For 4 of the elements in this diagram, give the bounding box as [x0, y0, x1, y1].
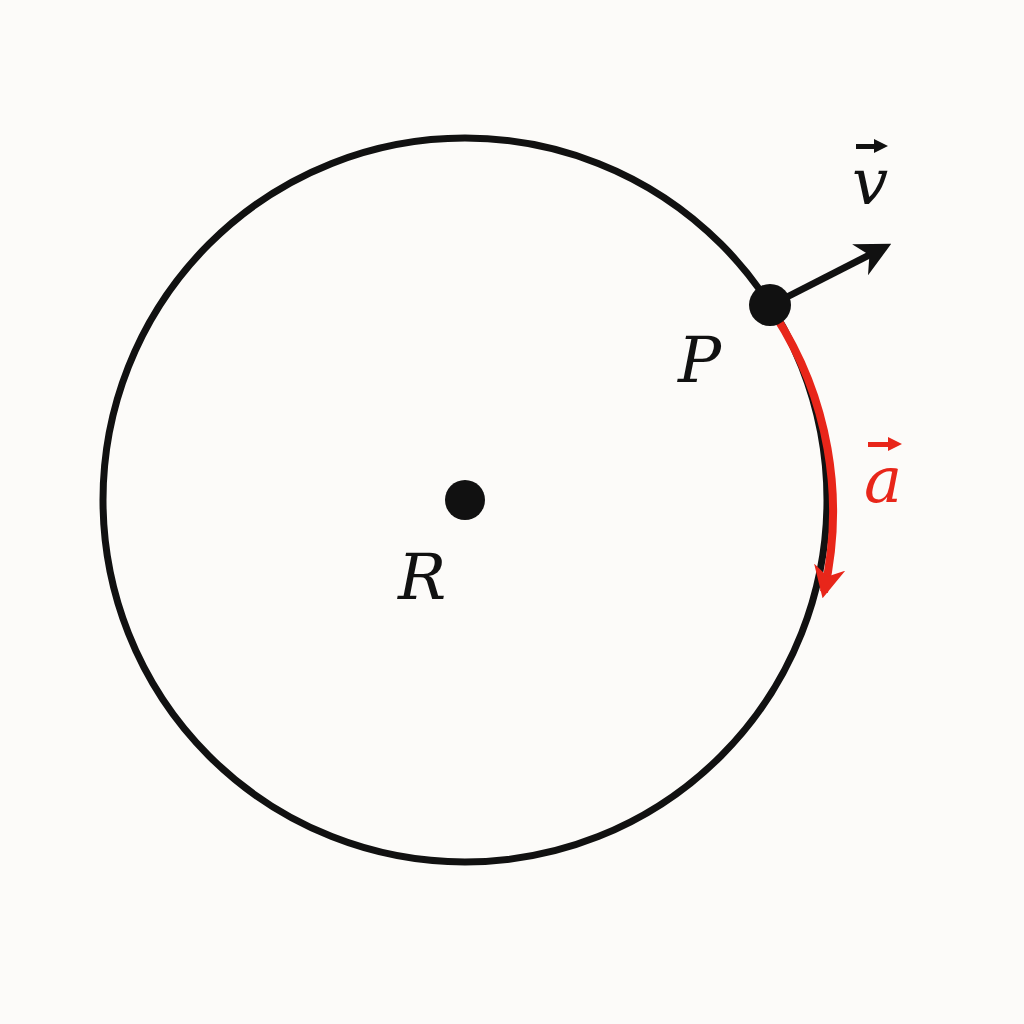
velocity-label: v [852, 136, 889, 214]
acceleration-label: a [864, 434, 903, 512]
center-label: R [398, 539, 447, 609]
point-label: P [678, 322, 722, 392]
